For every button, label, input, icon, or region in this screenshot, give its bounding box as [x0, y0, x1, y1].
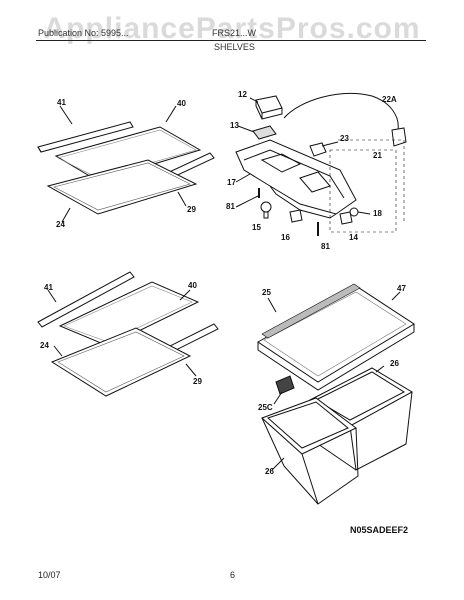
model-number: FRS21...W — [212, 28, 257, 38]
callout-29-lower: 29 — [193, 377, 202, 386]
callout-81-left: 81 — [226, 202, 235, 211]
callout-12: 12 — [238, 90, 247, 99]
callout-81-right: 81 — [321, 242, 330, 251]
callout-41-lower: 41 — [44, 283, 53, 292]
section-title: SHELVES — [214, 42, 255, 52]
callout-15: 15 — [252, 223, 261, 232]
callout-47: 47 — [397, 284, 406, 293]
callout-21: 21 — [373, 151, 382, 160]
callout-25c: 25C — [258, 403, 273, 412]
diagram-code: N05SADEEF2 — [350, 525, 409, 535]
crisper-pans-assembly — [257, 283, 415, 505]
glass-shelf-lower — [37, 271, 219, 397]
footer-date: 10/07 — [38, 570, 61, 580]
callout-18: 18 — [373, 209, 382, 218]
callout-23: 23 — [340, 134, 349, 143]
callout-26-upper: 26 — [390, 359, 399, 368]
callout-26-lower: 26 — [265, 467, 274, 476]
callout-16: 16 — [281, 233, 290, 242]
glass-shelf-upper — [37, 121, 215, 215]
callout-13: 13 — [230, 121, 239, 130]
callout-40-upper: 40 — [177, 99, 186, 108]
callout-29-upper: 29 — [187, 205, 196, 214]
callout-24-lower: 24 — [40, 341, 49, 350]
callout-24-upper: 24 — [56, 220, 65, 229]
control-housing-assembly — [235, 92, 407, 236]
page-number: 6 — [230, 570, 236, 580]
callout-14: 14 — [349, 233, 358, 242]
callout-41-upper: 41 — [57, 98, 66, 107]
callout-17: 17 — [227, 178, 236, 187]
publication-number: Publication No: 5995... — [38, 28, 129, 38]
callout-25: 25 — [262, 288, 271, 297]
callout-40-lower: 40 — [188, 281, 197, 290]
watermark: AppliancePartsPros.com — [43, 12, 421, 45]
header-rule — [36, 40, 426, 41]
callout-22a: 22A — [382, 95, 397, 104]
